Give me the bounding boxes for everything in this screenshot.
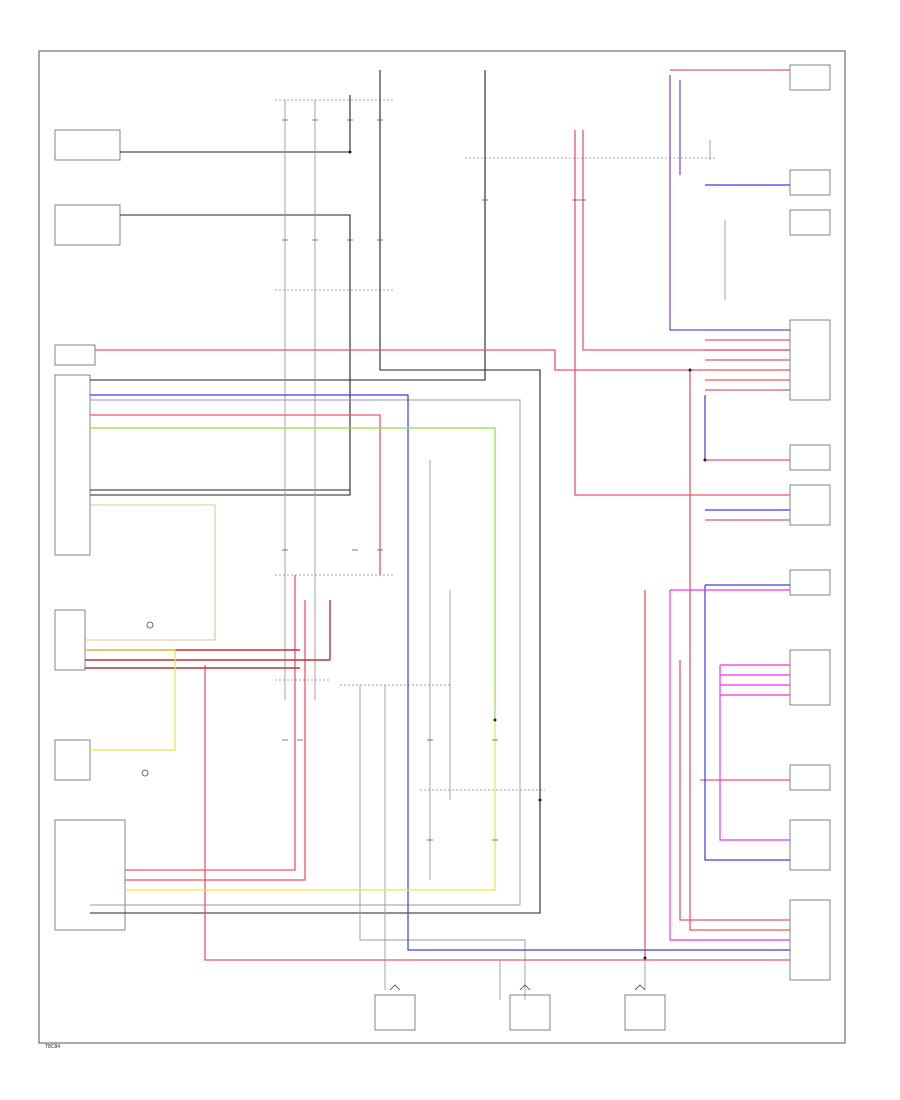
- bottom-component-1: [374, 994, 416, 1031]
- left-module-3: [54, 739, 91, 781]
- tan-wires: [85, 504, 216, 641]
- bottom-component-2: [509, 994, 551, 1031]
- yellow-wires: [85, 649, 496, 891]
- right-connector-block: [789, 319, 831, 401]
- magenta-wires: [669, 589, 790, 941]
- right-connector-5: [789, 484, 831, 526]
- left-ecu-block: [54, 374, 91, 556]
- left-connector-2: [54, 204, 121, 246]
- bottom-component-3: [624, 994, 666, 1031]
- right-connector-9: [789, 819, 831, 871]
- right-connector-8: [789, 764, 831, 791]
- red-wires: [90, 69, 790, 961]
- right-connector-6: [789, 569, 831, 596]
- right-connector-4: [789, 444, 831, 471]
- left-connector-1: [54, 129, 121, 161]
- green-wires: [90, 427, 496, 720]
- right-connector-1: [789, 64, 831, 91]
- black-wires: [90, 70, 541, 914]
- diagram-frame: [38, 50, 846, 1044]
- violet-wires: [669, 75, 790, 331]
- right-connector-7: [789, 649, 831, 706]
- right-connector-block-2: [789, 899, 831, 981]
- left-module-4: [54, 819, 126, 931]
- dark-red-wires: [85, 600, 331, 669]
- connector-ticks: [282, 119, 586, 841]
- junction-dots: [348, 150, 707, 960]
- right-connector-3: [789, 209, 831, 236]
- footer-code: T8C84: [45, 1044, 60, 1050]
- left-connector-3: [54, 344, 96, 366]
- blue-wires: [90, 184, 790, 951]
- left-module-2: [54, 609, 86, 671]
- switch-symbols: [141, 621, 646, 991]
- right-connector-2: [789, 169, 831, 196]
